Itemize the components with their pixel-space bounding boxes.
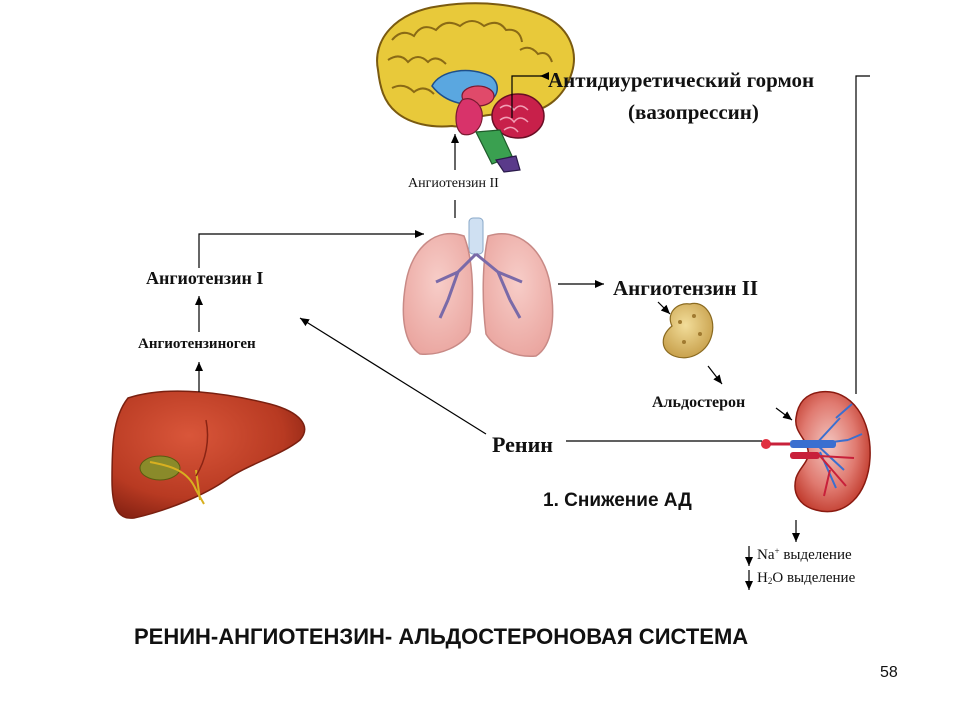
h2o-excretion-label: H2O выделение (757, 570, 855, 587)
liver-illustration (111, 390, 306, 519)
angiotensinogen-label: Ангиотензиноген (138, 336, 256, 352)
arrow-adrenal-to-aldosterone (707, 365, 723, 385)
h2o-h: H (757, 570, 768, 586)
adh-label-line2: (вазопрессин) (628, 100, 759, 124)
page-number: 58 (880, 664, 898, 681)
h2o-o: O (772, 570, 784, 586)
arrow-angiotensin-ii-to-adrenal (657, 301, 671, 315)
kidney-illustration (761, 391, 871, 513)
na-charge: + (774, 546, 780, 556)
line-kidney-to-adh (855, 75, 870, 394)
arrow-angiotensin-i-to-lungs (198, 230, 424, 268)
arrow-aldosterone-to-kidney (775, 407, 793, 421)
adh-label-line1: Антидиуретический гормон (548, 68, 815, 92)
adrenal-gland-illustration (662, 302, 714, 359)
line-adh-to-brain (511, 75, 546, 118)
angiotensin-ii-label: Ангиотензин II (613, 276, 759, 300)
angiotensin-i-label: Ангиотензин I (146, 268, 264, 288)
connectors (195, 72, 870, 590)
page-title: РЕНИН-АНГИОТЕНЗИН- АЛЬДОСТЕРОНОВАЯ СИСТЕ… (134, 624, 749, 649)
aldosterone-label: Альдостерон (652, 394, 746, 411)
arrow-renin-to-angiotensinogen (299, 317, 487, 435)
na-excretion-text: выделение (783, 547, 852, 563)
na-symbol: Na (757, 547, 775, 563)
lungs-illustration (402, 217, 554, 357)
bp-decrease-label: 1. Снижение АД (543, 490, 692, 511)
h2o-excretion-text: выделение (786, 570, 856, 586)
h2o-subscript: 2 (767, 576, 773, 586)
angiotensin-ii-small-label: Ангиотензин II (408, 176, 499, 191)
brain-illustration (376, 2, 575, 173)
renin-label: Ренин (492, 432, 553, 457)
na-excretion-label: Na+ выделение (757, 546, 852, 564)
